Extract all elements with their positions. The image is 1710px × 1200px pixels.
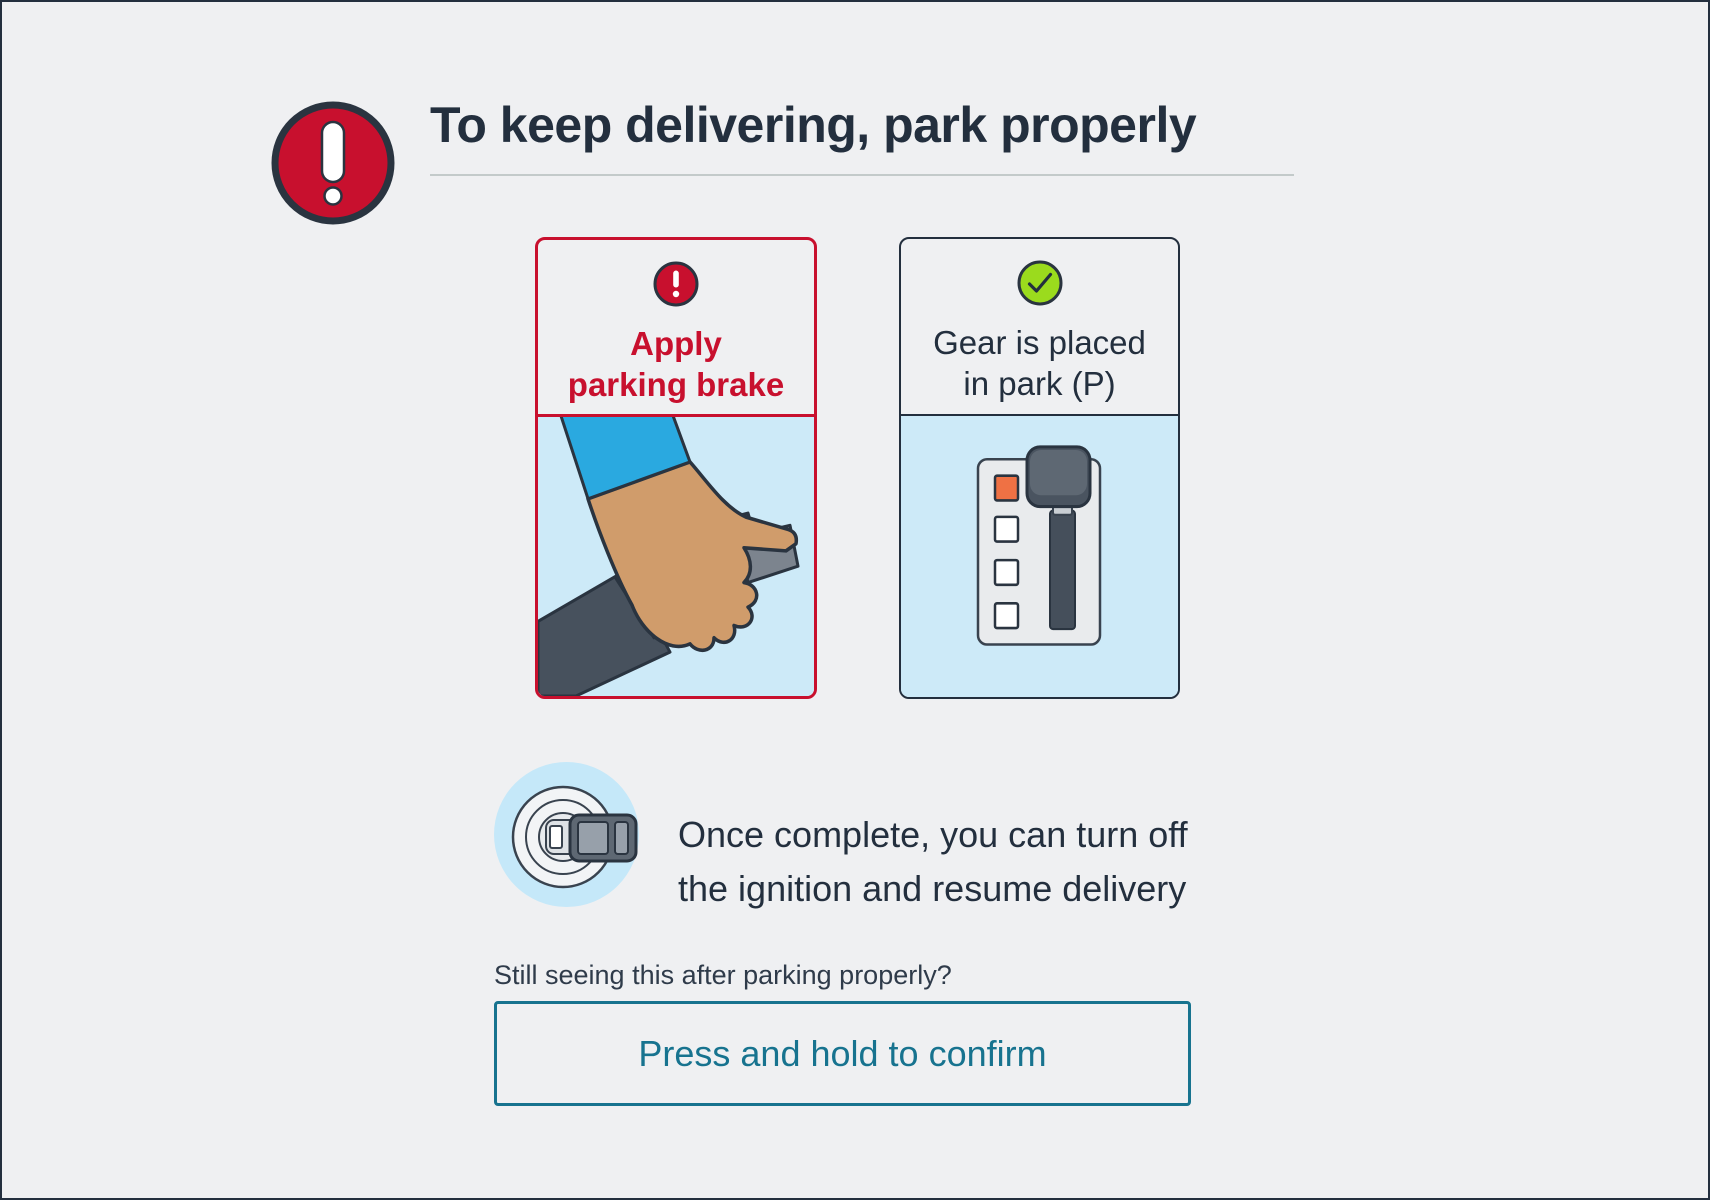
card-apply-parking-brake-title: Apply parking brake [568,323,784,405]
ignition-key-icon [494,762,639,907]
card-title-line: in park (P) [963,365,1116,402]
card-apply-parking-brake-header: Apply parking brake [538,240,814,417]
ignition-note-line: the ignition and resume delivery [678,868,1187,909]
ignition-note-line: Once complete, you can turn off [678,814,1188,855]
card-apply-parking-brake: Apply parking brake [535,237,817,699]
header-divider [430,174,1294,176]
card-gear-in-park-title: Gear is placed in park (P) [933,322,1146,404]
card-gear-in-park: Gear is placed in park (P) [899,237,1180,699]
card-title-line: parking brake [567,366,785,403]
gear-shifter-illustration [901,416,1178,697]
exclamation-circle-icon [652,260,700,308]
alert-exclamation-icon [271,101,395,225]
ignition-note-text: Once complete, you can turn off the igni… [678,808,1188,916]
hand-parking-brake-illustration [538,417,814,696]
press-hold-confirm-button[interactable]: Press and hold to confirm [494,1001,1191,1106]
card-gear-in-park-header: Gear is placed in park (P) [901,239,1178,416]
card-title-line: Gear is placed [933,324,1146,361]
check-circle-icon [1016,259,1064,307]
card-title-line: Apply [630,325,722,362]
page-title: To keep delivering, park properly [430,97,1197,153]
still-seeing-question: Still seeing this after parking properly… [494,960,952,990]
